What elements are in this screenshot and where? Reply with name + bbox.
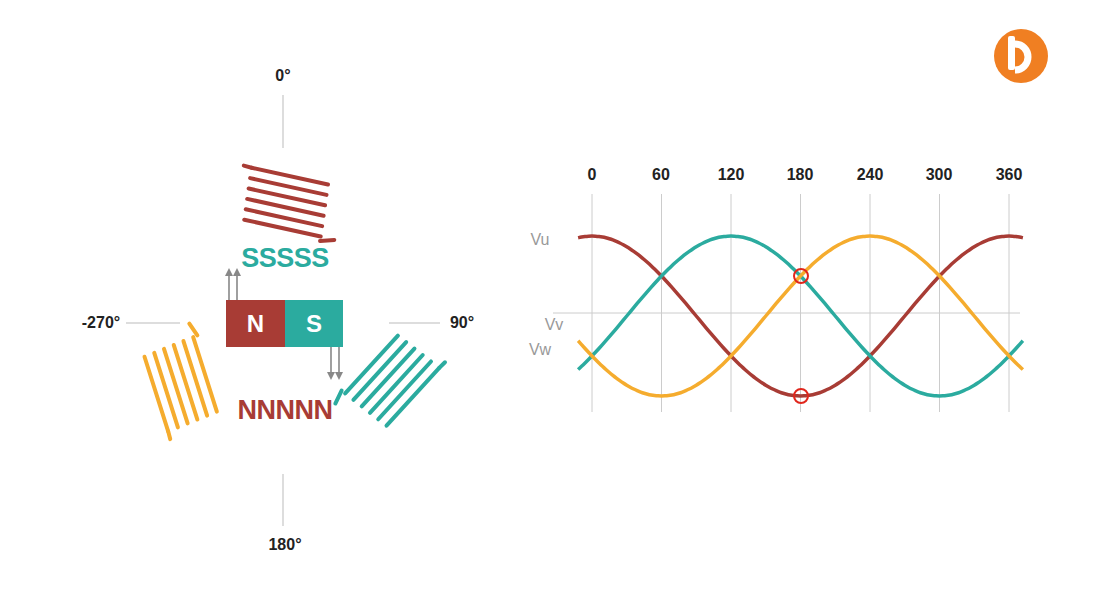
leader-lines [126, 95, 440, 526]
coil-lead [244, 166, 252, 168]
signal-name: Vv [545, 317, 564, 333]
coil [333, 323, 445, 441]
signal-name: Vu [531, 232, 550, 248]
axis-tick-label: 60 [652, 167, 670, 183]
pole-letter: N [247, 312, 264, 336]
coil-winding [378, 358, 431, 423]
axis-tick-label: 360 [996, 167, 1023, 183]
grid-line [800, 194, 801, 412]
grid-line [661, 194, 662, 412]
magnet-pole: N [226, 300, 285, 347]
angle-label: 90° [450, 315, 474, 331]
coil-lead [167, 431, 171, 439]
coil-winding [387, 364, 440, 429]
coil-lead [439, 362, 445, 369]
pole-label: SSSSS [241, 245, 329, 272]
coil-winding [243, 220, 321, 237]
angle-label: -270° [82, 315, 120, 331]
coil-winding [353, 338, 406, 403]
coil-winding [188, 337, 223, 412]
angle-label: 180° [268, 537, 301, 553]
pole-label: NNNNN [238, 397, 333, 424]
axis-tick-label: 120 [718, 167, 745, 183]
grid-line [731, 194, 732, 412]
phase-curve [578, 236, 1023, 396]
axis-tick-label: 0 [588, 167, 597, 183]
grid-line [1009, 194, 1010, 412]
magnet-pole: S [285, 300, 343, 347]
coil-lead [320, 238, 334, 243]
coil-winding [362, 345, 415, 410]
grid-line [939, 194, 940, 412]
coil-lead [189, 322, 197, 336]
axis-tick-label: 180 [787, 167, 814, 183]
phase-curve [578, 236, 1023, 396]
axis-tick-label: 300 [926, 167, 953, 183]
coil [133, 322, 230, 439]
zero-axis [553, 313, 1020, 314]
angle-label: 0° [275, 68, 290, 84]
stator-coils [133, 166, 445, 441]
phase-curve [578, 236, 1023, 396]
logo [994, 29, 1048, 83]
chart-grid [553, 194, 1020, 412]
grid-line [870, 194, 871, 412]
phase-curves [578, 236, 1023, 396]
axis-tick-label: 240 [857, 167, 884, 183]
pole-letter: S [306, 312, 322, 336]
coil [235, 166, 343, 243]
signal-name: Vw [529, 342, 551, 358]
coil-winding [345, 332, 398, 397]
grid-line [592, 194, 593, 412]
highlight-circles [794, 269, 808, 403]
coil-winding [370, 351, 423, 416]
coil-lead [333, 391, 344, 404]
